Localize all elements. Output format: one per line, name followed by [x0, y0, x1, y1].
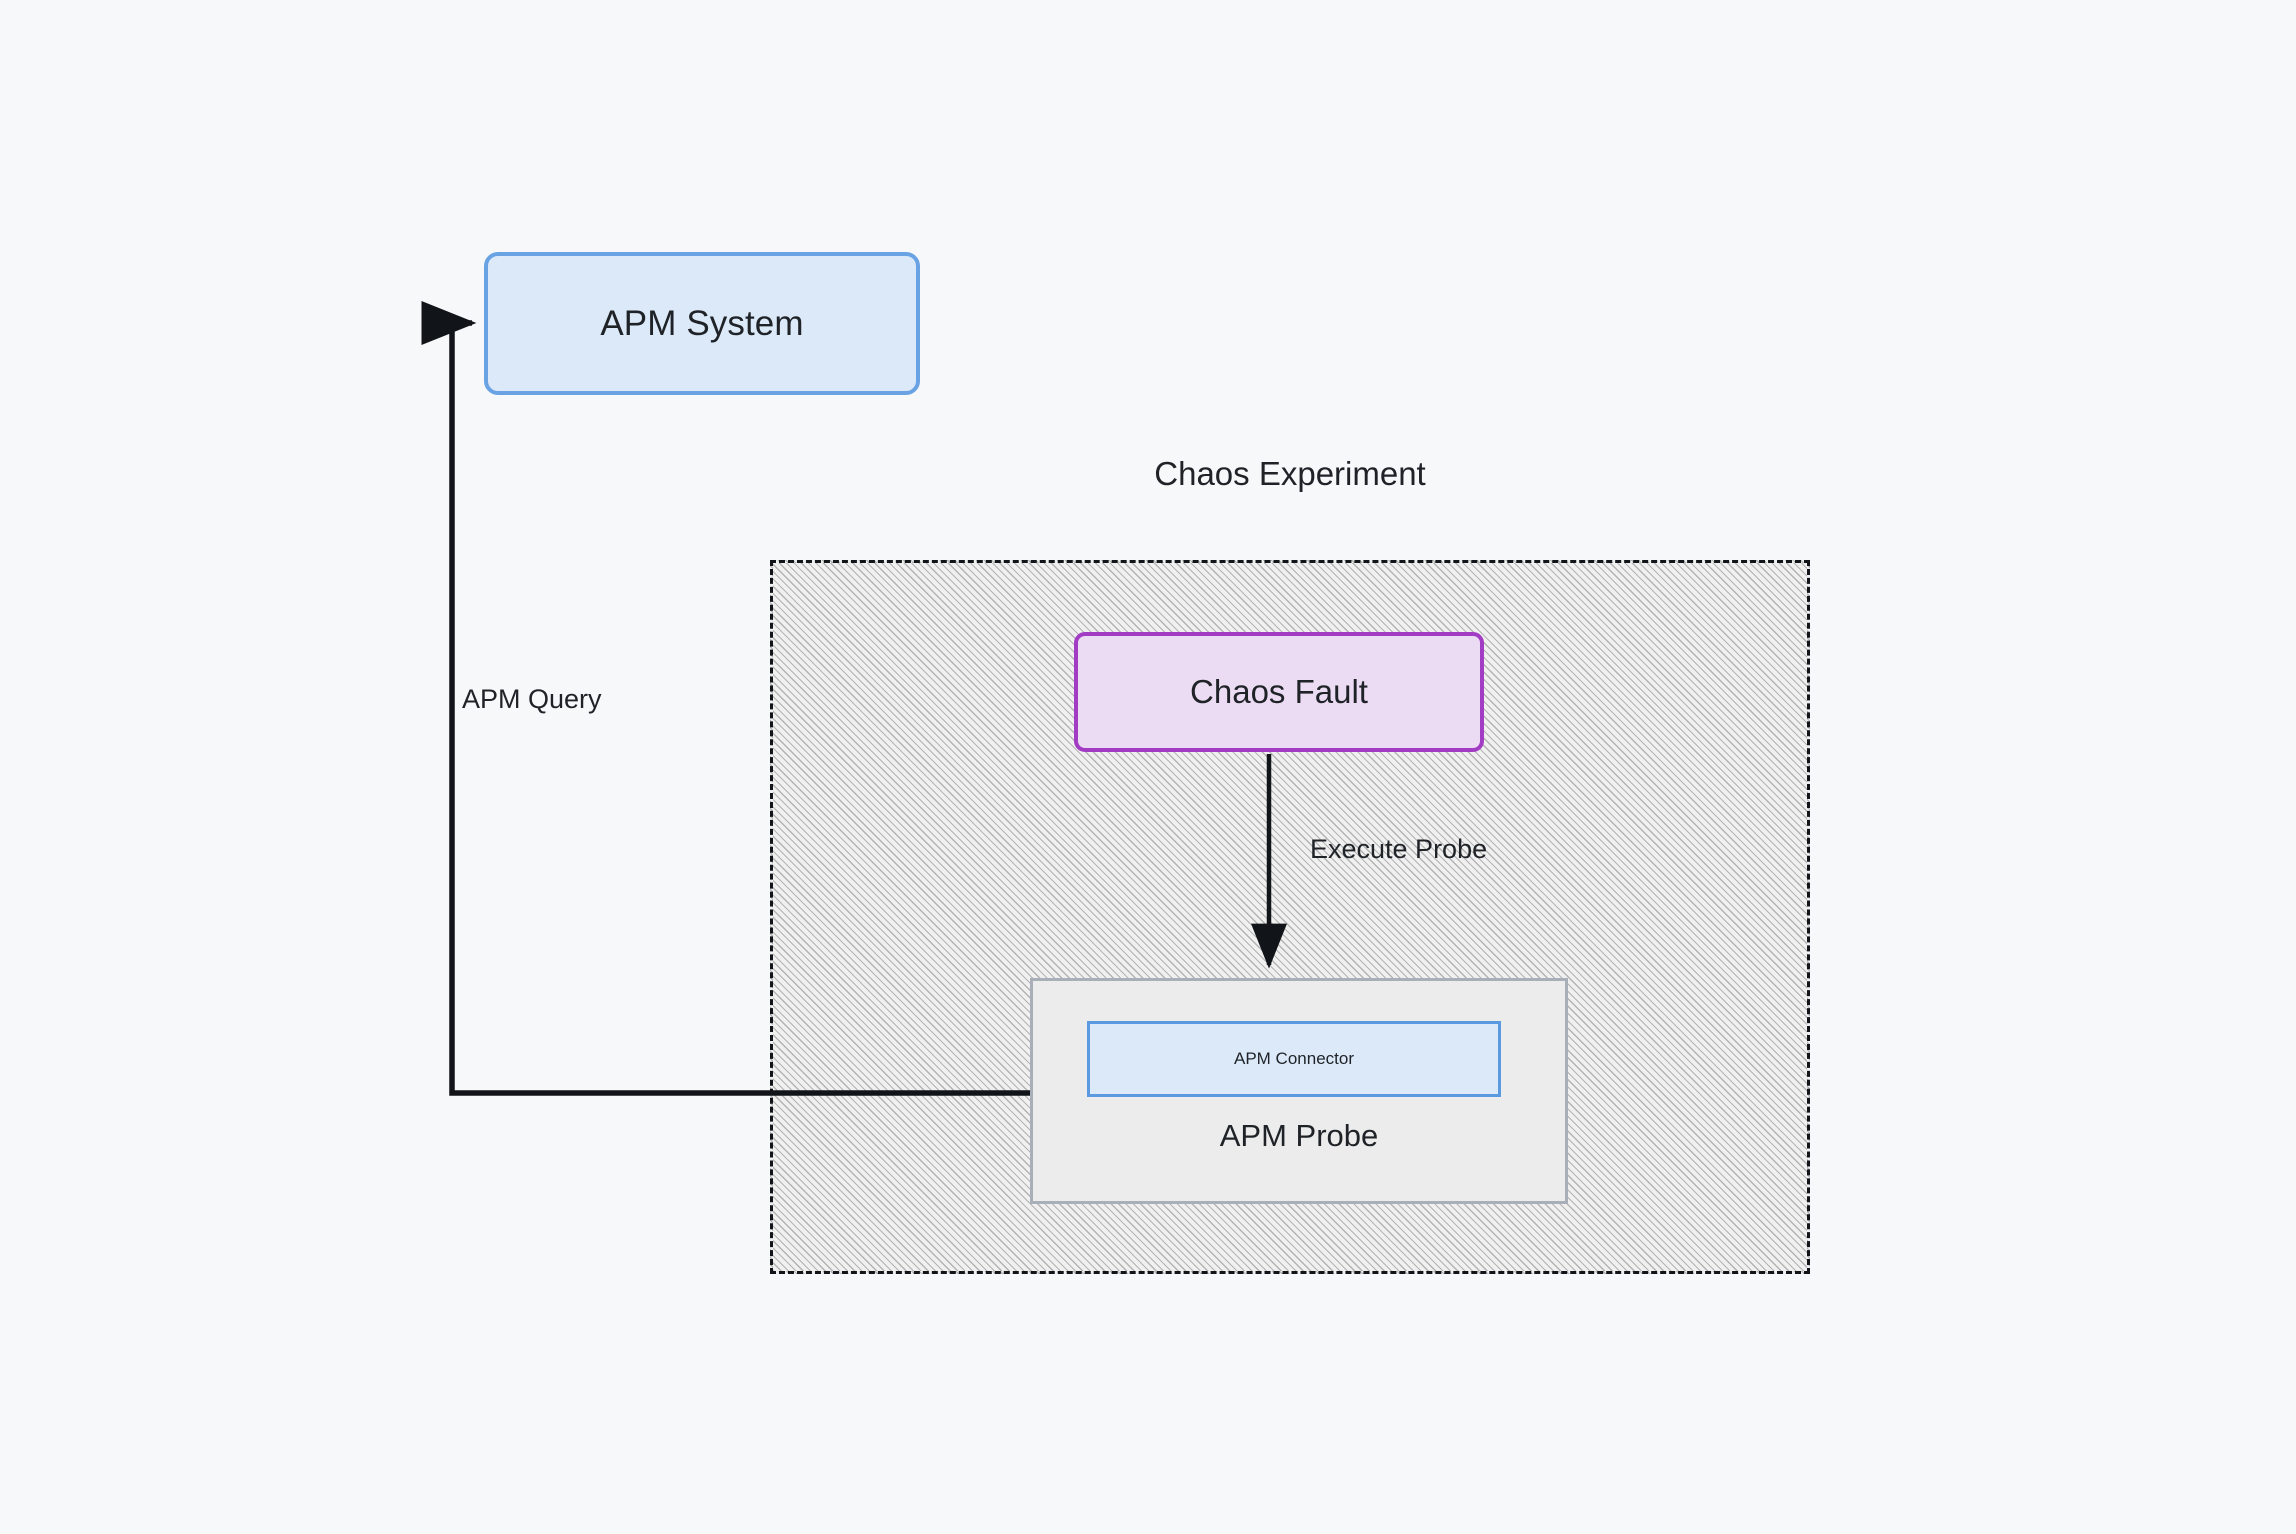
node-apm-connector-label: APM Connector: [1234, 1049, 1354, 1068]
node-apm-connector[interactable]: APM Connector: [1087, 1021, 1501, 1097]
node-chaos-fault-label: Chaos Fault: [1190, 673, 1368, 710]
node-chaos-fault[interactable]: Chaos Fault: [1074, 632, 1484, 752]
edge-label-apm-query: APM Query: [462, 684, 602, 714]
node-apm-system[interactable]: APM System: [484, 252, 920, 395]
edge-label-execute-probe: Execute Probe: [1310, 834, 1488, 864]
chaos-experiment-title: Chaos Experiment: [1154, 455, 1426, 492]
node-apm-system-label: APM System: [600, 303, 804, 343]
node-apm-probe-label: APM Probe: [1219, 1118, 1379, 1153]
